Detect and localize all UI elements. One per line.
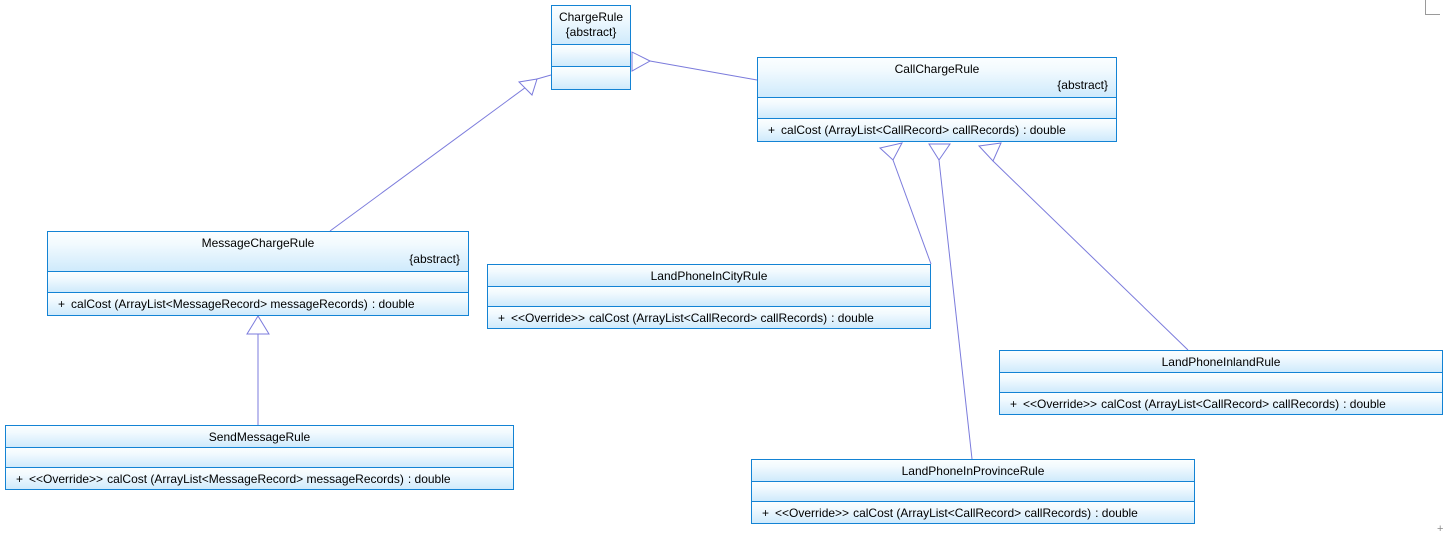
class-attributes-messagechargerule — [48, 272, 468, 293]
operation-row: + <<Override>>calCost (ArrayList<CallReco… — [1000, 393, 1442, 415]
class-header-sendmessagerule: SendMessageRule — [6, 426, 513, 448]
class-box-chargerule[interactable]: ChargeRule {abstract} — [551, 5, 631, 90]
class-name-landphoneinlandrule: LandPhoneInlandRule — [1161, 355, 1281, 369]
class-name-landphoneinprovincerule: LandPhoneInProvinceRule — [901, 464, 1045, 478]
edge-landphoneinlandrule-to-callchargerule — [977, 142, 1189, 351]
class-header-landphoneinlandrule: LandPhoneInlandRule — [1000, 351, 1442, 373]
class-box-landphoneinlandrule[interactable]: LandPhoneInlandRule + <<Override>>calCost… — [999, 350, 1443, 415]
class-abstract-tag-messagechargerule: {abstract} — [409, 252, 460, 266]
class-operations-landphoneinprovincerule: + <<Override>>calCost (ArrayList<CallReco… — [752, 502, 1194, 523]
operation-signature: calCost (ArrayList<MessageRecord> messag… — [107, 472, 404, 486]
edge-messagechargerule-to-chargerule — [329, 74, 552, 232]
class-operations-chargerule — [552, 67, 630, 89]
class-box-landphoneincityrule[interactable]: LandPhoneInCityRule + <<Override>>calCost… — [487, 264, 931, 329]
class-attributes-landphoneincityrule — [488, 287, 930, 307]
operation-signature: calCost (ArrayList<MessageRecord> messag… — [71, 297, 368, 311]
class-attributes-landphoneinlandrule — [1000, 373, 1442, 393]
class-operations-sendmessagerule: + <<Override>>calCost (ArrayList<MessageR… — [6, 468, 513, 489]
class-header-chargerule: ChargeRule {abstract} — [552, 6, 630, 45]
class-name-sendmessagerule: SendMessageRule — [208, 430, 311, 444]
operation-row: + calCost (ArrayList<MessageRecord> messa… — [48, 293, 468, 315]
class-header-landphoneincityrule: LandPhoneInCityRule — [488, 265, 930, 287]
class-box-sendmessagerule[interactable]: SendMessageRule + <<Override>>calCost (Ar… — [5, 425, 514, 490]
class-abstract-tag-chargerule: {abstract} — [565, 25, 617, 39]
operation-visibility: + — [768, 123, 776, 137]
operation-signature: calCost (ArrayList<CallRecord> callRecor… — [589, 311, 828, 325]
operation-return-type: : double — [1023, 123, 1066, 137]
operation-signature: calCost (ArrayList<CallRecord> callRecor… — [853, 506, 1092, 520]
operation-visibility: + — [498, 311, 506, 325]
class-operations-landphoneincityrule: + <<Override>>calCost (ArrayList<CallReco… — [488, 307, 930, 328]
class-header-callchargerule: CallChargeRule {abstract} — [758, 58, 1116, 98]
operation-return-type: : double — [371, 297, 415, 311]
operation-return-type: : double — [831, 311, 874, 325]
class-box-callchargerule[interactable]: CallChargeRule {abstract} + calCost (Arra… — [757, 57, 1117, 142]
class-name-messagechargerule: MessageChargeRule — [201, 236, 315, 250]
operation-stereotype: <<Override>> — [775, 506, 850, 520]
class-header-landphoneinprovincerule: LandPhoneInProvinceRule — [752, 460, 1194, 482]
operation-visibility: + — [762, 506, 770, 520]
class-operations-messagechargerule: + calCost (ArrayList<MessageRecord> messa… — [48, 293, 468, 315]
edge-sendmessagerule-to-messagechargerule — [246, 315, 270, 425]
edge-callchargerule-to-chargerule — [631, 51, 758, 81]
operation-stereotype: <<Override>> — [1023, 397, 1098, 411]
class-attributes-chargerule — [552, 45, 630, 67]
operation-signature: calCost (ArrayList<CallRecord> callRecor… — [1101, 397, 1340, 411]
operation-row: + calCost (ArrayList<CallRecord> callReco… — [758, 119, 1116, 141]
class-name-chargerule: ChargeRule — [558, 10, 624, 24]
class-attributes-callchargerule — [758, 98, 1116, 119]
class-header-messagechargerule: MessageChargeRule {abstract} — [48, 232, 468, 272]
operation-row: + <<Override>>calCost (ArrayList<CallReco… — [752, 502, 1194, 524]
class-attributes-sendmessagerule — [6, 448, 513, 468]
operation-return-type: : double — [1343, 397, 1386, 411]
class-operations-callchargerule: + calCost (ArrayList<CallRecord> callReco… — [758, 119, 1116, 141]
class-name-callchargerule: CallChargeRule — [894, 62, 980, 76]
operation-signature: calCost (ArrayList<CallRecord> callRecor… — [781, 123, 1020, 137]
operation-stereotype: <<Override>> — [511, 311, 586, 325]
edge-landphoneincityrule-to-callchargerule — [878, 142, 932, 265]
operation-row: + <<Override>>calCost (ArrayList<CallReco… — [488, 307, 930, 329]
class-operations-landphoneinlandrule: + <<Override>>calCost (ArrayList<CallReco… — [1000, 393, 1442, 414]
operation-visibility: + — [16, 472, 24, 486]
class-name-landphoneincityrule: LandPhoneInCityRule — [650, 269, 768, 283]
canvas-corner-marker-top-right — [1425, 0, 1440, 15]
operation-row: + <<Override>>calCost (ArrayList<MessageR… — [6, 468, 513, 490]
class-box-messagechargerule[interactable]: MessageChargeRule {abstract} + calCost (A… — [47, 231, 469, 316]
edge-landphoneinprovincerule-to-callchargerule — [928, 143, 973, 460]
class-box-landphoneinprovincerule[interactable]: LandPhoneInProvinceRule + <<Override>>cal… — [751, 459, 1195, 524]
operation-visibility: + — [1010, 397, 1018, 411]
operation-return-type: : double — [1095, 506, 1138, 520]
canvas-corner-marker-bottom-right: + — [1437, 523, 1444, 535]
class-attributes-landphoneinprovincerule — [752, 482, 1194, 502]
operation-return-type: : double — [407, 472, 451, 486]
operation-stereotype: <<Override>> — [29, 472, 104, 486]
class-abstract-tag-callchargerule: {abstract} — [1057, 78, 1108, 92]
operation-visibility: + — [58, 297, 66, 311]
